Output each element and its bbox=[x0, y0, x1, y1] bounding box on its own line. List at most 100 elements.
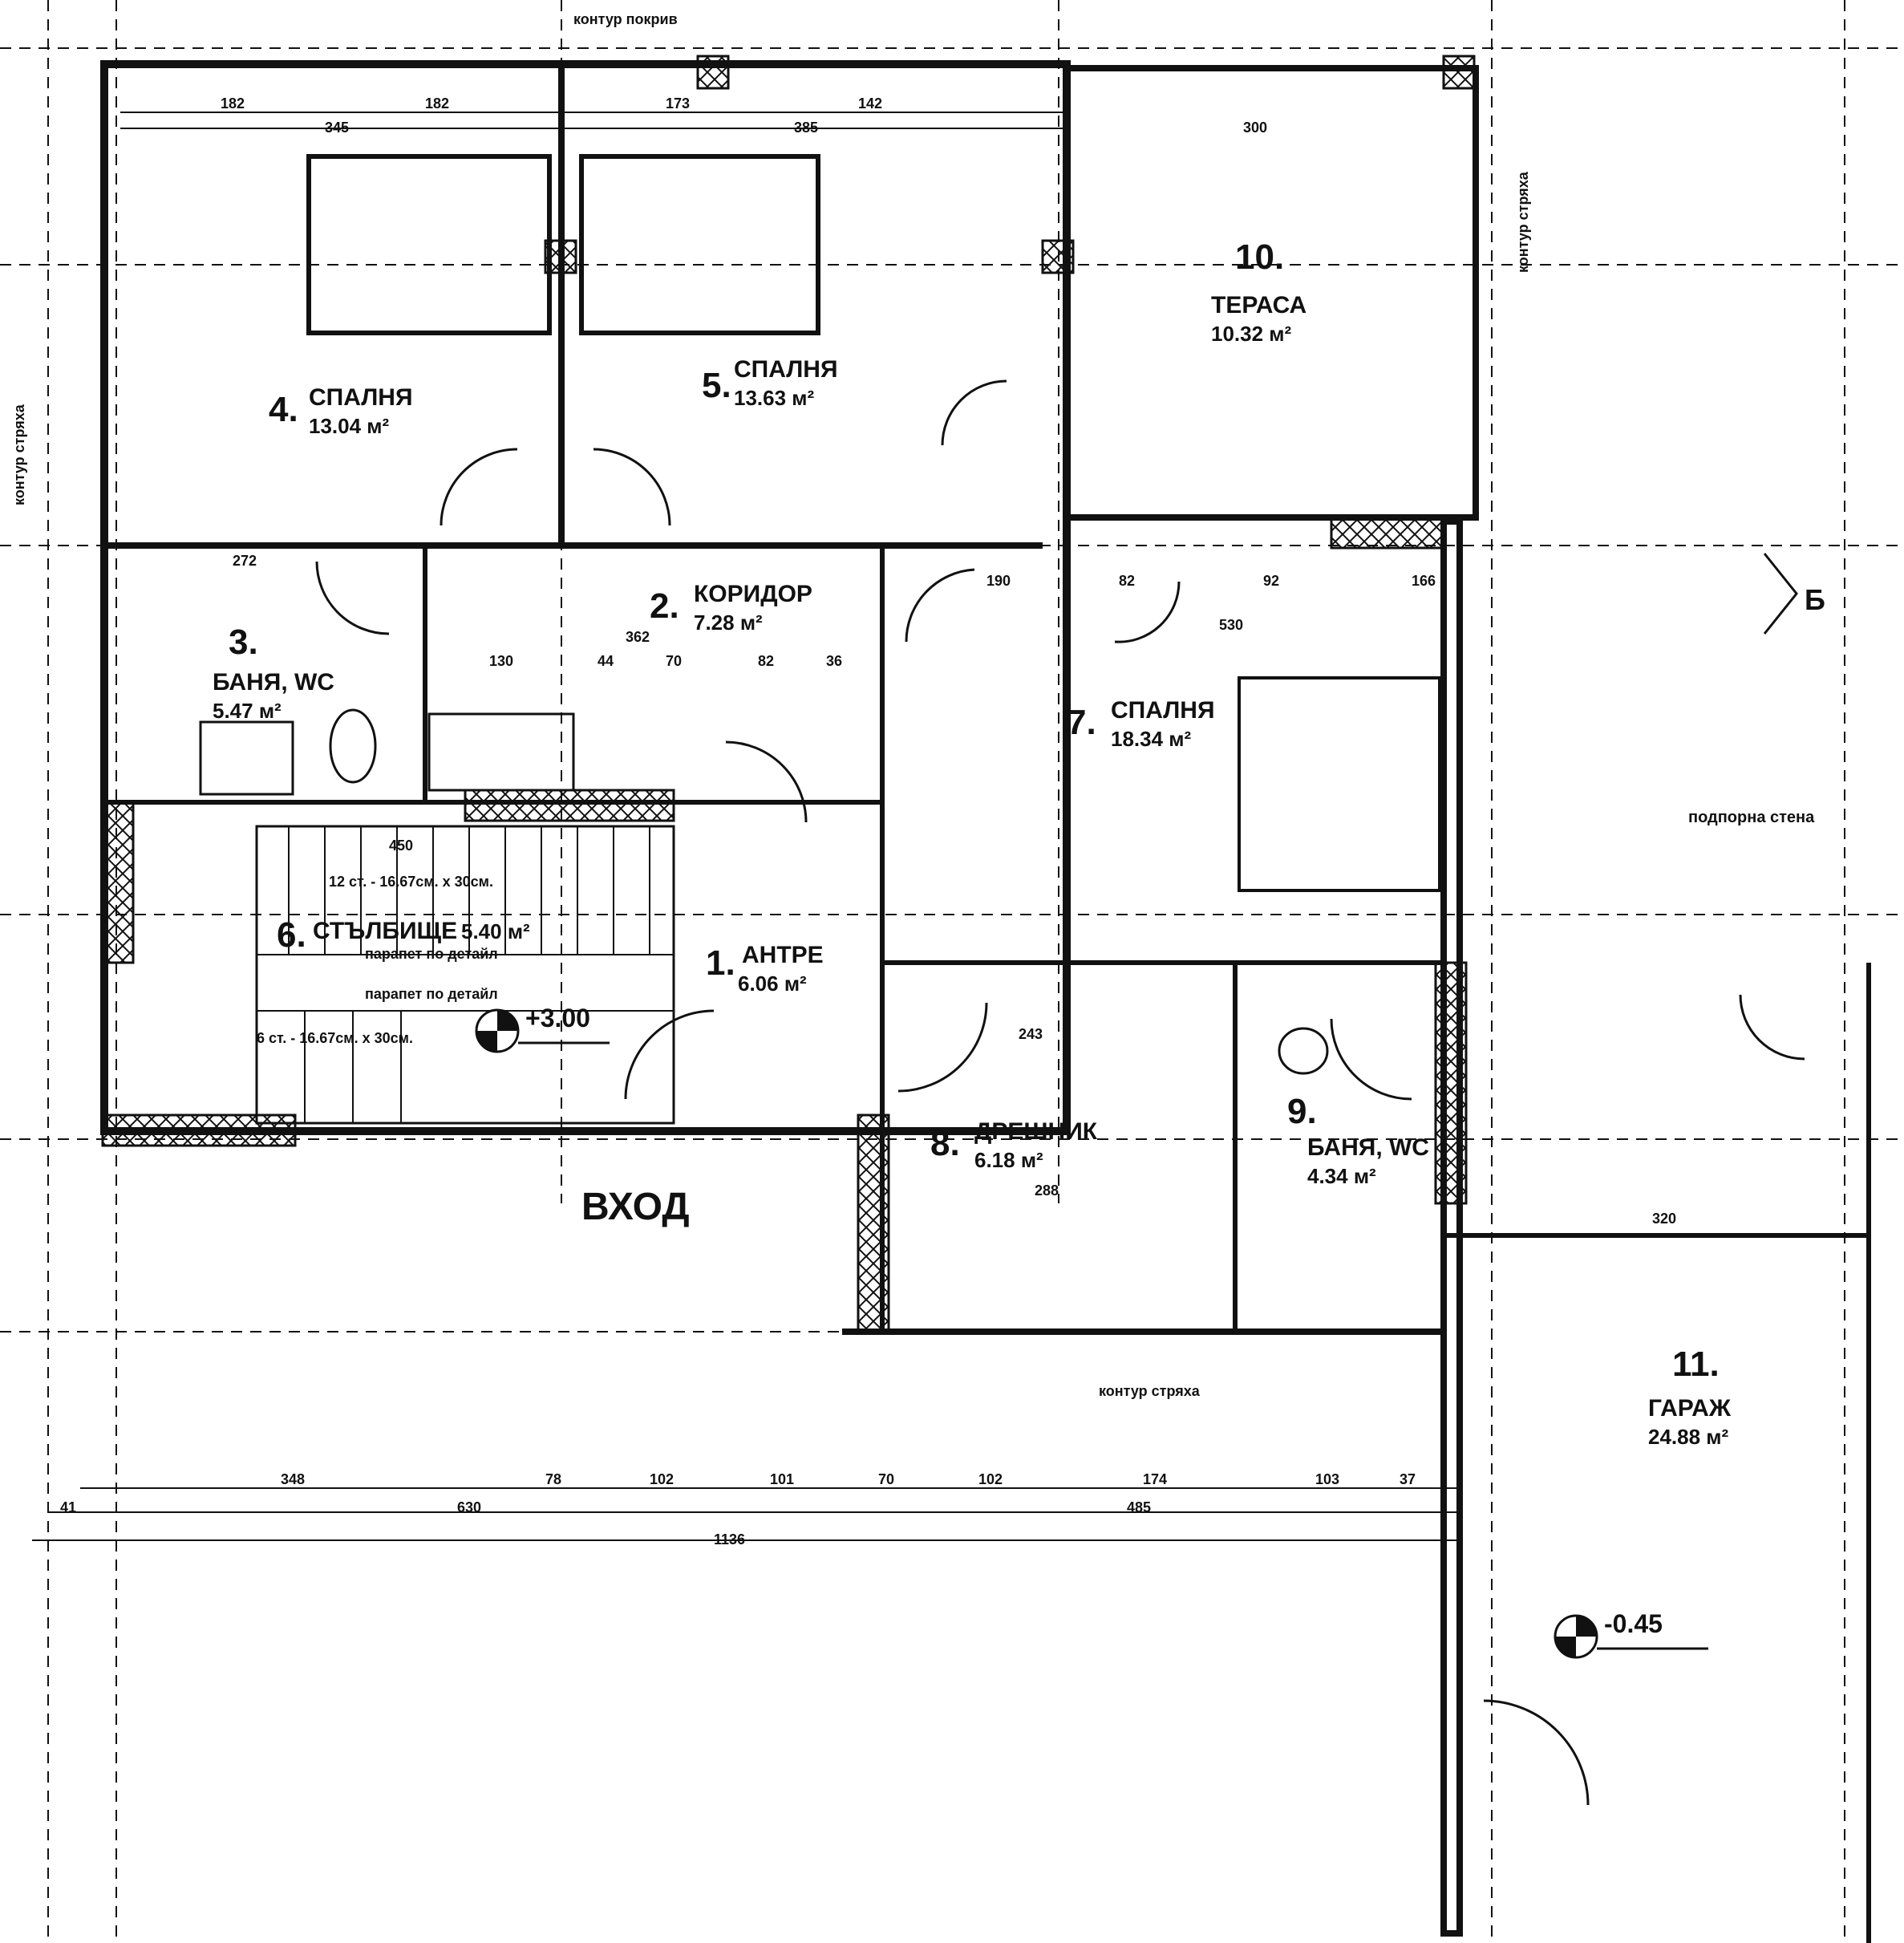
room-label-5: 5. СПАЛНЯ 13.63 м² bbox=[702, 356, 838, 410]
roof-contour-top-label: контур покрив bbox=[573, 11, 678, 27]
section-marker bbox=[1763, 553, 1798, 635]
svg-text:348: 348 bbox=[281, 1471, 305, 1487]
svg-text:37: 37 bbox=[1400, 1471, 1416, 1487]
svg-text:9.: 9. bbox=[1287, 1092, 1317, 1131]
svg-text:6.18 м²: 6.18 м² bbox=[974, 1148, 1043, 1172]
svg-text:4.34 м²: 4.34 м² bbox=[1307, 1164, 1376, 1188]
svg-text:272: 272 bbox=[233, 553, 257, 569]
entrance-label: ВХОД bbox=[581, 1186, 690, 1228]
level-main-label: +3.00 bbox=[525, 1004, 590, 1032]
bottom-dimensions-row2: 41 630 485 bbox=[60, 1499, 1151, 1515]
room-label-8: 8. ДРЕШНИК 6.18 м² bbox=[930, 1118, 1098, 1172]
svg-text:КОРИДОР: КОРИДОР bbox=[694, 581, 812, 607]
level-marker-garage bbox=[1554, 1614, 1708, 1659]
svg-text:82: 82 bbox=[1119, 573, 1135, 589]
svg-text:18.34 м²: 18.34 м² bbox=[1111, 727, 1192, 751]
roof-contour-left-label: контур стряха bbox=[11, 404, 27, 505]
svg-text:5.: 5. bbox=[702, 366, 731, 405]
svg-text:2.: 2. bbox=[650, 586, 679, 626]
svg-text:166: 166 bbox=[1412, 573, 1436, 589]
svg-text:3.: 3. bbox=[229, 623, 258, 662]
bed-4 bbox=[306, 154, 552, 335]
svg-text:36: 36 bbox=[826, 653, 842, 669]
top-dimensions-row2: 345 385 300 bbox=[325, 120, 1267, 136]
svg-text:5.47 м²: 5.47 м² bbox=[213, 699, 282, 723]
bottom-dimension-total: 1136 bbox=[714, 1531, 745, 1548]
svg-text:190: 190 bbox=[986, 573, 1011, 589]
svg-text:485: 485 bbox=[1127, 1499, 1151, 1515]
svg-text:8.: 8. bbox=[930, 1124, 960, 1163]
svg-text:4.: 4. bbox=[269, 390, 298, 429]
svg-text:345: 345 bbox=[325, 120, 349, 136]
dimension-lines bbox=[32, 112, 1460, 1541]
room-label-9: 9. БАНЯ, WC 4.34 м² bbox=[1287, 1092, 1429, 1188]
svg-text:173: 173 bbox=[666, 95, 690, 112]
bottom-dimensions-row1: 348 78 102 101 70 102 174 103 37 bbox=[281, 1471, 1416, 1487]
room-label-11: 11. ГАРАЖ 24.88 м² bbox=[1648, 1345, 1732, 1449]
wardrobe bbox=[427, 712, 575, 792]
svg-text:320: 320 bbox=[1652, 1211, 1676, 1227]
level-marker-main bbox=[475, 1008, 610, 1053]
walls bbox=[100, 55, 1871, 1943]
svg-text:10.: 10. bbox=[1235, 237, 1284, 277]
roof-contour-right-label: контур стряха bbox=[1515, 171, 1531, 273]
svg-text:13.63 м²: 13.63 м² bbox=[734, 386, 815, 410]
svg-text:101: 101 bbox=[770, 1471, 794, 1487]
svg-text:БАНЯ, WC: БАНЯ, WC bbox=[213, 669, 334, 696]
bed-5 bbox=[579, 154, 820, 335]
svg-text:СПАЛНЯ: СПАЛНЯ bbox=[309, 384, 413, 411]
svg-text:82: 82 bbox=[758, 653, 774, 669]
svg-text:6.: 6. bbox=[277, 915, 306, 955]
svg-text:530: 530 bbox=[1219, 617, 1243, 633]
svg-text:174: 174 bbox=[1143, 1471, 1167, 1487]
middle-dimensions: 272 130 44 70 82 36 362 190 82 92 166 53… bbox=[233, 553, 1676, 1227]
svg-text:243: 243 bbox=[1019, 1026, 1043, 1042]
svg-text:1.: 1. bbox=[706, 943, 735, 983]
toilet-3 bbox=[329, 708, 377, 784]
svg-text:24.88 м²: 24.88 м² bbox=[1648, 1425, 1729, 1449]
level-garage-label: -0.45 bbox=[1604, 1609, 1663, 1638]
retaining-wall-label: подпорна стена bbox=[1688, 809, 1815, 826]
svg-text:362: 362 bbox=[626, 629, 650, 645]
svg-text:102: 102 bbox=[978, 1471, 1003, 1487]
stairs bbox=[255, 825, 675, 1125]
svg-text:630: 630 bbox=[457, 1499, 481, 1515]
svg-text:41: 41 bbox=[60, 1499, 76, 1515]
svg-text:102: 102 bbox=[650, 1471, 674, 1487]
parapet-label-1: парапет по детайл bbox=[365, 946, 498, 962]
room-label-7: 7. СПАЛНЯ 18.34 м² bbox=[1067, 697, 1215, 751]
room-label-6: 6. СТЪЛБИЩЕ 5.40 м² bbox=[277, 915, 530, 955]
room-label-3: 3. БАНЯ, WC 5.47 м² bbox=[213, 623, 334, 723]
svg-text:10.32 м²: 10.32 м² bbox=[1211, 322, 1292, 346]
room-label-4: 4. СПАЛНЯ 13.04 м² bbox=[269, 384, 413, 438]
svg-text:11.: 11. bbox=[1672, 1345, 1720, 1384]
svg-text:БАНЯ, WC: БАНЯ, WC bbox=[1307, 1134, 1429, 1161]
svg-text:142: 142 bbox=[858, 95, 882, 112]
svg-text:7.: 7. bbox=[1067, 703, 1096, 742]
svg-text:44: 44 bbox=[598, 653, 614, 669]
sink-3 bbox=[199, 720, 294, 796]
svg-text:СПАЛНЯ: СПАЛНЯ bbox=[1111, 697, 1215, 724]
svg-text:ТЕРАСА: ТЕРАСА bbox=[1211, 292, 1306, 318]
svg-text:СТЪЛБИЩЕ: СТЪЛБИЩЕ bbox=[313, 918, 457, 944]
svg-text:288: 288 bbox=[1035, 1182, 1059, 1199]
stairs-upper-label: 12 ст. - 16.67см. x 30см. bbox=[329, 874, 493, 890]
toilet-9 bbox=[1278, 1027, 1329, 1075]
svg-text:450: 450 bbox=[389, 838, 413, 854]
svg-text:300: 300 bbox=[1243, 120, 1267, 136]
svg-text:АНТРЕ: АНТРЕ bbox=[742, 942, 824, 968]
stairs-lower-label: 6 ст. - 16.67см. x 30см. bbox=[257, 1030, 413, 1046]
svg-text:13.04 м²: 13.04 м² bbox=[309, 414, 390, 438]
section-marker-label: Б bbox=[1805, 583, 1825, 616]
bed-7 bbox=[1238, 676, 1441, 892]
svg-text:5.40 м²: 5.40 м² bbox=[461, 919, 530, 943]
svg-text:182: 182 bbox=[221, 95, 245, 112]
svg-text:92: 92 bbox=[1263, 573, 1279, 589]
svg-text:ГАРАЖ: ГАРАЖ bbox=[1648, 1395, 1732, 1422]
svg-text:70: 70 bbox=[878, 1471, 894, 1487]
room-label-1: 1. АНТРЕ 6.06 м² bbox=[706, 942, 824, 996]
svg-text:6.06 м²: 6.06 м² bbox=[738, 972, 807, 996]
svg-text:СПАЛНЯ: СПАЛНЯ bbox=[734, 356, 838, 383]
